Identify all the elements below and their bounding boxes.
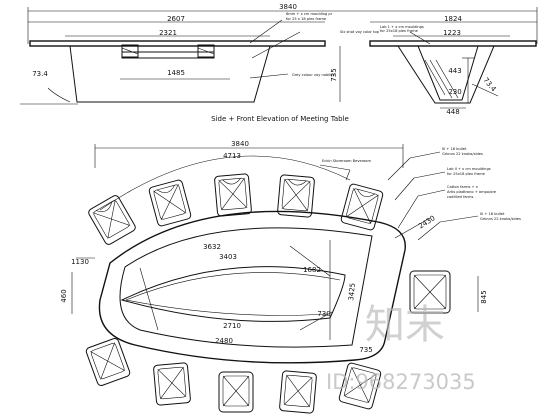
watermark-id: ID:968273035 [326, 370, 476, 394]
side-table-top [29, 40, 326, 47]
watermark-brand: 知末 [365, 302, 445, 348]
chair [409, 270, 451, 314]
plan-note-3b: for 25x18 plex frame [447, 172, 486, 176]
note-front-1: Lab 1 + x cm mouldings [380, 25, 424, 29]
watermark: 知末 ID:968273035 [326, 302, 476, 394]
chair [338, 362, 382, 410]
table-outline [98, 210, 406, 364]
dim-side-height: 735 [330, 68, 338, 81]
dim-left-angle: 735 [359, 346, 372, 354]
side-slot-right [197, 44, 215, 58]
dim-elevation-overall: 3840 [279, 3, 297, 11]
plan-view: 3840 4713 3632 3403 1682 2710 2480 1130 … [60, 140, 521, 414]
note-top-1: 6mm + x cm moulding pr [286, 12, 333, 16]
dim-left: 1130 [71, 258, 89, 266]
dim-inner-bottom: 2710 [223, 322, 241, 330]
chair [277, 174, 315, 218]
dim-inner-center: 1682 [303, 266, 321, 274]
plan-note-4b: Artis pladtrono + ampo/ore [447, 190, 497, 194]
note-bottom: Grey colour voy nobility [292, 73, 336, 77]
dim-front-c: 448 [446, 108, 459, 116]
chair [85, 338, 131, 386]
plan-note-4c: cadiilled farms [447, 195, 473, 199]
plan-note-5a: III + 16 bullet [480, 212, 505, 216]
dim-inner-top: 3632 [203, 243, 221, 251]
plan-note-2b: Grbnvs 22 knobs/sides [442, 152, 483, 156]
plan-note-4a: Catton farms + x [447, 185, 479, 189]
chair [218, 371, 254, 413]
elevation-view: 3840 2607 2321 1485 735 73.4 6mm + x cm … [20, 3, 538, 123]
chairs [85, 173, 451, 414]
dim-right-short: 730 [317, 310, 330, 318]
dim-left-short: 460 [60, 289, 68, 302]
side-elevation: 2607 2321 1485 735 73.4 6mm + x cm mould… [20, 12, 380, 105]
front-table-base [397, 45, 495, 104]
table-leaf-inlay [120, 266, 346, 322]
dim-side-mid: 1485 [167, 69, 185, 77]
plan-note-1: Eckin Storeroom Beveroom [322, 159, 371, 163]
dim-right-angle: 2430 [417, 214, 436, 230]
front-elevation: 1824 1223 443 230 448 73.4 Lab 1 + x cm … [369, 15, 537, 116]
dim-right-far: 845 [480, 290, 488, 303]
note-mid: Six shot voy color top [340, 30, 380, 34]
chair [340, 183, 384, 231]
plan-note-2a: III + 16 bullet [442, 147, 467, 151]
dim-side-angle: 73.4 [32, 70, 48, 78]
dim-side-top: 2607 [167, 15, 185, 23]
side-slot-left [121, 44, 139, 58]
dim-front-b: 230 [448, 88, 461, 96]
dim-plan-overall: 3840 [231, 140, 249, 148]
dim-front-inner: 1223 [443, 29, 461, 37]
dim-front-angle: 73.4 [481, 76, 497, 94]
dim-bottom: 2480 [215, 337, 233, 345]
dim-front-a: 443 [448, 67, 461, 75]
chair [214, 173, 252, 217]
elevation-title: Side + Front Elevation of Meeting Table [211, 115, 349, 123]
plan-note-3a: Lab II + x cm mouldings [447, 167, 491, 171]
table-inner-edge [119, 227, 373, 348]
dim-inner-top2: 3403 [219, 253, 237, 261]
chair [279, 370, 317, 414]
dim-plan-top-arc: 4713 [223, 152, 241, 160]
plan-note-5b: Grbnvs 22 knobs/sides [480, 217, 521, 221]
side-table-base [69, 45, 271, 103]
chair [148, 179, 192, 227]
chair [153, 362, 191, 406]
dim-right-mid: 3425 [347, 283, 357, 302]
chair [88, 195, 136, 245]
dim-side-inner: 2321 [159, 29, 177, 37]
front-table-top [369, 40, 537, 47]
dim-front-top: 1824 [444, 15, 462, 23]
note-front-2: for 25x18 plex frame [380, 29, 419, 33]
note-top-2: for 25 x 18 plex frame [286, 17, 327, 21]
